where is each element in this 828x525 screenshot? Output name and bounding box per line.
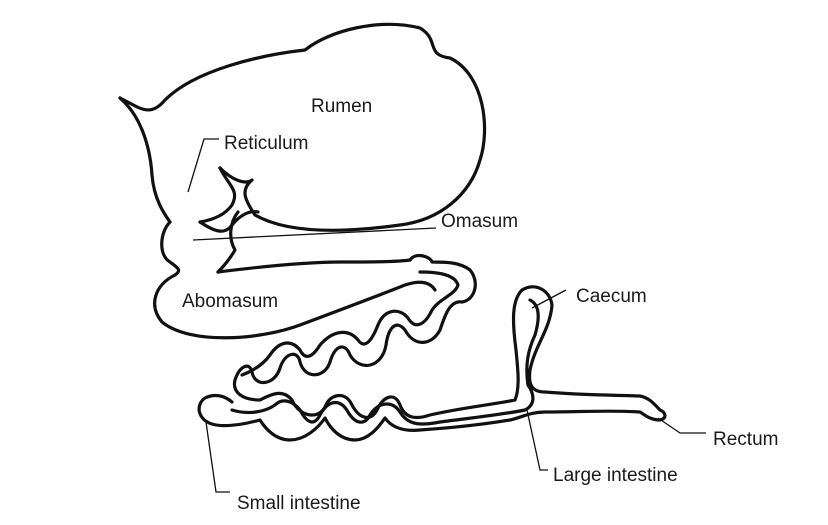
reticulum-leader	[187, 138, 219, 193]
caecum-leader	[531, 289, 567, 309]
omasum-leader	[192, 227, 437, 241]
reticulum-inner	[198, 166, 237, 224]
omasum-outline	[160, 209, 260, 277]
reticulum-outline	[118, 96, 172, 224]
abomasum-outline	[153, 273, 437, 340]
reticulum-label: Reticulum	[224, 133, 309, 154]
rumen-outline	[118, 22, 487, 232]
caecum-label: Caecum	[576, 286, 647, 307]
abomasum-label: Abomasum	[182, 291, 279, 312]
small-intestine-outline	[197, 253, 667, 442]
small-intestine-leader	[205, 421, 230, 493]
rectum-leader	[657, 417, 706, 434]
rectum-label: Rectum	[713, 429, 779, 450]
large-intestine-label: Large intestine	[553, 465, 678, 486]
rumen-label: Rumen	[311, 96, 373, 117]
small-intestine-inner	[230, 270, 540, 426]
omasum-label: Omasum	[441, 211, 519, 232]
large-intestine-leader	[526, 409, 548, 471]
abomasum-top	[216, 258, 412, 274]
small-intestine-label: Small intestine	[237, 493, 361, 514]
